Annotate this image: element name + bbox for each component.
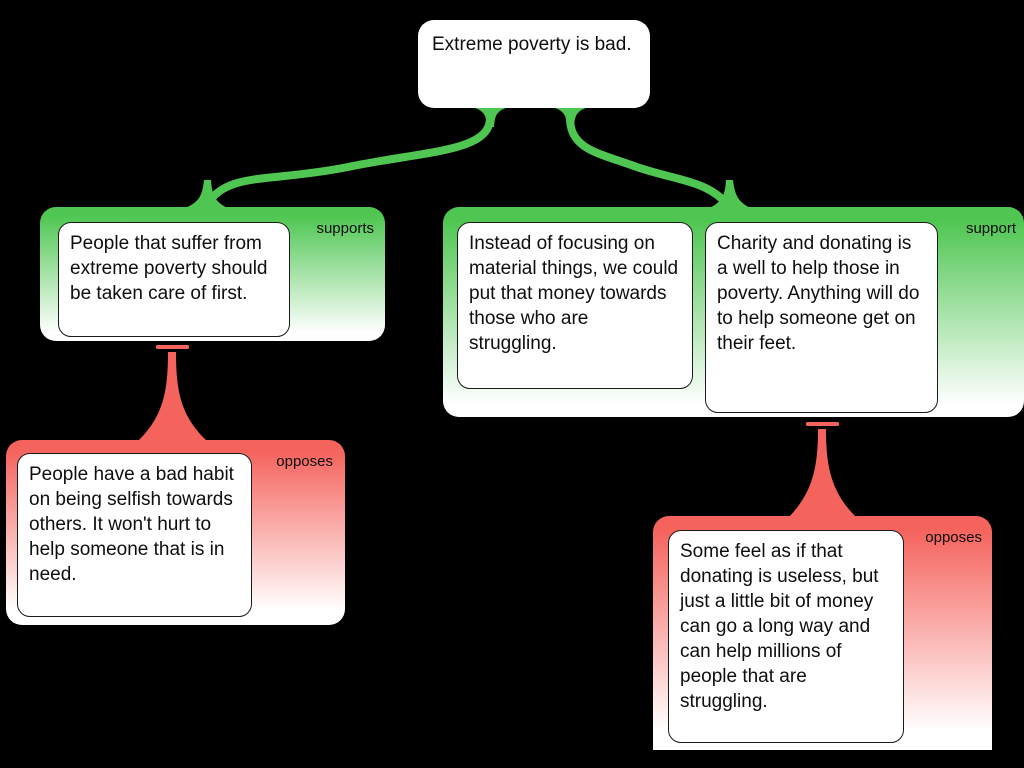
support-connector-left-flare (180, 180, 232, 210)
claim-box-support-right-2[interactable]: Charity and donating is a well to help t… (705, 222, 938, 413)
oppose-connector-left (137, 352, 208, 442)
support-group-left-label: supports (316, 220, 374, 237)
oppose-group-right[interactable]: opposes Some feel as if that donating is… (653, 516, 992, 750)
support-group-right-label: support (965, 220, 1016, 237)
support-connector-right (566, 114, 733, 210)
support-group-right[interactable]: support Instead of focusing on material … (443, 207, 1024, 417)
claim-box-support-right-1[interactable]: Instead of focusing on material things, … (457, 222, 693, 389)
claim-box-oppose-right[interactable]: Some feel as if that donating is useless… (668, 530, 904, 743)
root-claim-box[interactable]: Extreme poverty is bad. (418, 20, 650, 108)
oppose-group-left-label: opposes (276, 453, 333, 470)
oppose-group-right-label: opposes (925, 529, 982, 546)
claim-box-support-left[interactable]: People that suffer from extreme poverty … (58, 222, 290, 337)
oppose-group-left[interactable]: opposes People have a bad habit on being… (6, 440, 345, 625)
oppose-connector-right (787, 429, 858, 519)
support-group-left[interactable]: supports People that suffer from extreme… (40, 207, 385, 341)
support-connector-left (202, 114, 494, 210)
claim-box-oppose-left[interactable]: People have a bad habit on being selfish… (17, 453, 252, 617)
oppose-bar-left (156, 345, 189, 349)
oppose-bar-right (806, 422, 839, 426)
support-connector-right-flare (705, 180, 755, 210)
